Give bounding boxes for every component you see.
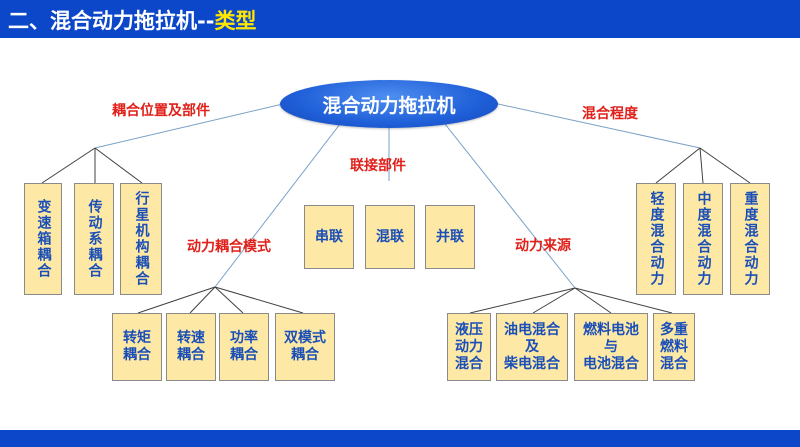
- connector-hd-1: [655, 147, 701, 184]
- node-label: 中度混合动力: [695, 191, 712, 287]
- node-drivetrain-coupling: 传动系耦合: [74, 183, 114, 295]
- title-main: 二、混合动力拖拉机--: [8, 9, 215, 33]
- connector-root-coupling-position: [94, 99, 301, 149]
- node-hydraulic-hybrid: 液压 动力 混合: [447, 313, 491, 381]
- connector-root-power-source: [444, 123, 576, 289]
- connector-cm-1: [137, 286, 216, 314]
- connector-root-coupling-mode: [214, 123, 341, 288]
- connector-cm-2: [189, 286, 216, 314]
- category-coupling-position: 耦合位置及部件: [112, 103, 210, 119]
- page-title: 二、混合动力拖拉机--类型: [8, 5, 256, 35]
- title-accent: 类型: [214, 9, 257, 33]
- node-torque-coupling: 转矩 耦合: [112, 313, 162, 381]
- node-label: 轻度混合动力: [648, 191, 665, 287]
- category-power-source: 动力来源: [515, 238, 571, 254]
- connector-ps-2: [532, 287, 576, 314]
- footer-bar: [0, 430, 800, 447]
- root-node: 混合动力拖拉机: [280, 80, 498, 128]
- node-label: 行星机构耦合: [133, 191, 150, 287]
- connector-root-hybrid-degree: [479, 99, 701, 149]
- category-connection: 联接部件: [350, 158, 406, 174]
- node-medium-hybrid: 中度混合动力: [683, 183, 723, 295]
- node-power-coupling: 功率 耦合: [219, 313, 269, 381]
- node-multi-fuel-hybrid: 多重 燃料 混合: [653, 313, 695, 381]
- node-label: 传动系耦合: [86, 199, 103, 279]
- node-label: 变速箱耦合: [35, 199, 52, 279]
- node-planetary-coupling: 行星机构耦合: [120, 183, 162, 295]
- node-dual-mode-coupling: 双模式 耦合: [275, 313, 335, 381]
- connector-ps-4: [574, 287, 673, 314]
- node-series: 串联: [304, 205, 354, 269]
- node-oil-electric-hybrid: 油电混合 及 柴电混合: [496, 313, 568, 381]
- node-full-hybrid: 重度混合动力: [730, 183, 770, 295]
- node-label: 重度混合动力: [742, 191, 759, 287]
- node-mild-hybrid: 轻度混合动力: [636, 183, 676, 295]
- connector-cm-3: [214, 286, 244, 314]
- node-fuel-cell-hybrid: 燃料电池 与 电池混合: [574, 313, 648, 381]
- node-gearbox-coupling: 变速箱耦合: [24, 183, 62, 295]
- category-hybrid-degree: 混合程度: [582, 106, 638, 122]
- connector-ps-1: [469, 287, 576, 314]
- connector-hd-2: [699, 147, 704, 184]
- connector-cm-4: [214, 286, 304, 314]
- connector-cp-3: [94, 147, 143, 184]
- category-coupling-mode: 动力耦合模式: [187, 239, 271, 255]
- connector-hd-3: [699, 147, 751, 184]
- connector-cp-1: [41, 147, 96, 184]
- node-parallel: 并联: [425, 205, 475, 269]
- header-bar: 二、混合动力拖拉机--类型: [0, 0, 800, 38]
- node-speed-coupling: 转速 耦合: [166, 313, 216, 381]
- connector-ps-3: [574, 287, 612, 314]
- node-series-parallel: 混联: [365, 205, 415, 269]
